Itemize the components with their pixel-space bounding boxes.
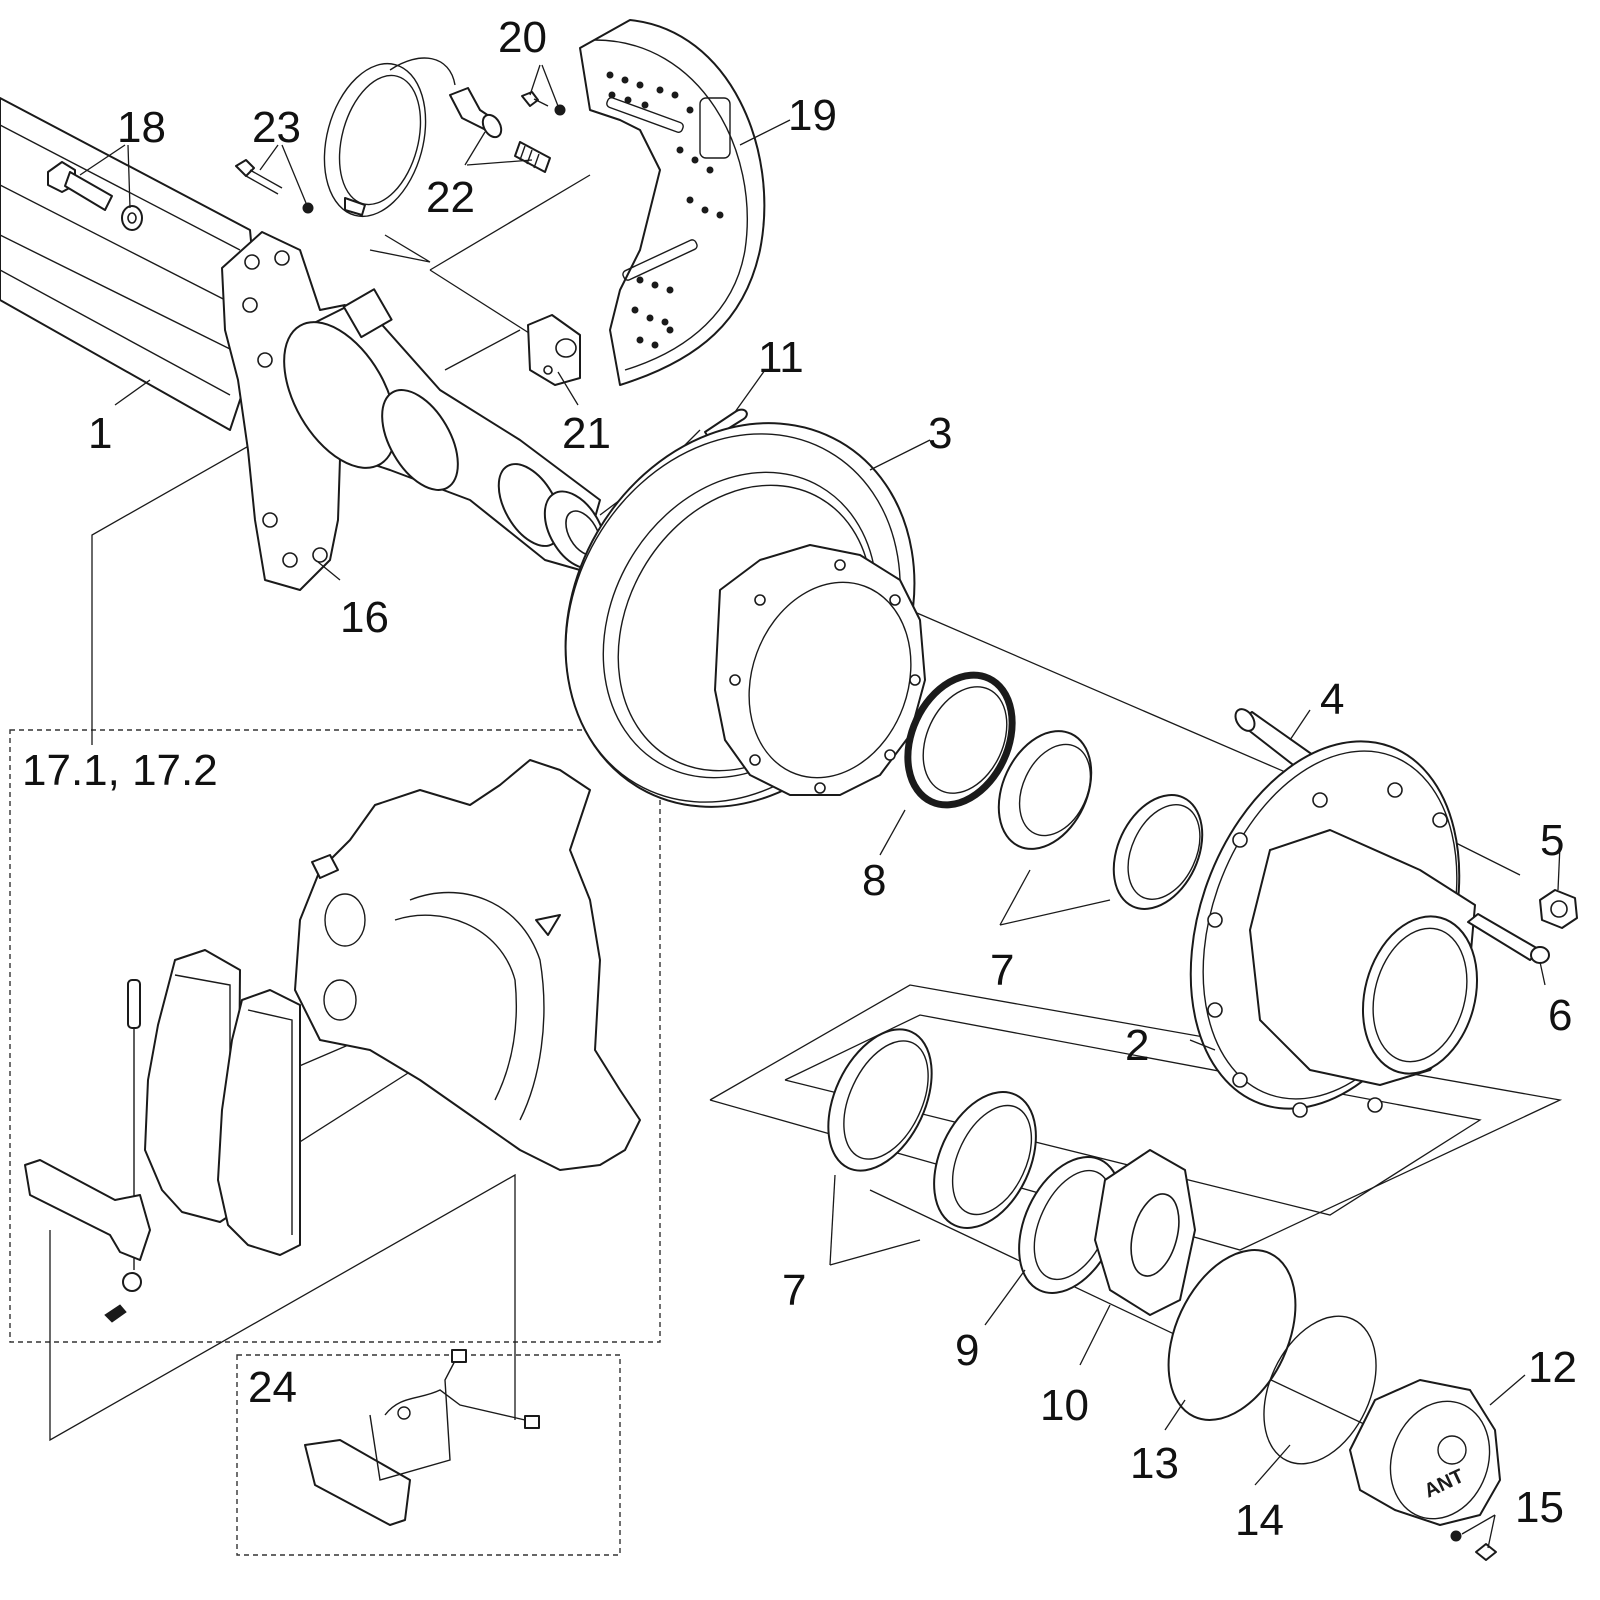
hub-cap-gasket (1167, 1249, 1297, 1421)
anchor-screw-23 (235, 159, 314, 214)
label-part-20: 20 (498, 13, 547, 62)
label-part-24: 24 (248, 1363, 297, 1412)
sensor-holder (527, 314, 581, 386)
label-part-10: 10 (1040, 1381, 1089, 1430)
sensor-kit-group-box (236, 1354, 621, 1556)
hub-screw (1467, 913, 1550, 964)
label-part-16: 16 (340, 593, 389, 642)
label-part-2: 2 (1125, 1021, 1149, 1070)
label-part-13: 13 (1130, 1439, 1179, 1488)
inner-bearing (997, 730, 1204, 910)
abs-sensor (323, 57, 551, 218)
pad-retainer-bracket (24, 1159, 151, 1323)
label-part-4: 4 (1320, 675, 1344, 724)
cap-screws (1450, 1530, 1497, 1561)
brake-caliper (294, 759, 641, 1171)
label-part-7-inner: 7 (990, 946, 1014, 995)
o-ring (1263, 1315, 1377, 1465)
label-part-14: 14 (1235, 1496, 1284, 1545)
label-part-1: 1 (88, 409, 112, 458)
oil-seal (904, 671, 1016, 809)
label-part-15: 15 (1515, 1483, 1564, 1532)
wheel-hub (1189, 740, 1479, 1118)
label-part-17: 17.1, 17.2 (22, 746, 218, 795)
label-part-19: 19 (788, 91, 837, 140)
label-part-8: 8 (862, 856, 886, 905)
label-part-18: 18 (117, 103, 166, 152)
label-part-5: 5 (1540, 816, 1564, 865)
anchor-bolt-18 (47, 161, 143, 231)
label-part-22: 22 (426, 173, 475, 222)
brake-pad-outer (217, 989, 301, 1256)
axle-nut (1094, 1149, 1196, 1316)
dust-shield (579, 19, 766, 386)
label-part-11: 11 (758, 333, 804, 382)
callout-leaders (79, 64, 1561, 1549)
label-part-23: 23 (252, 103, 301, 152)
label-part-7-outer: 7 (782, 1266, 806, 1315)
outer-bearing (827, 1028, 1037, 1229)
caliper-group-box (9, 729, 661, 1343)
wheel-nut (1539, 889, 1578, 929)
label-part-21: 21 (562, 409, 611, 458)
label-part-6: 6 (1548, 991, 1572, 1040)
label-part-3: 3 (928, 409, 952, 458)
shield-screw-20 (521, 91, 566, 116)
wear-sensor-kit (304, 1349, 540, 1526)
label-part-9: 9 (955, 1326, 979, 1375)
hub-cap: ANT (1349, 1379, 1501, 1526)
brake-pad-inner (144, 949, 241, 1223)
label-part-12: 12 (1528, 1343, 1577, 1392)
